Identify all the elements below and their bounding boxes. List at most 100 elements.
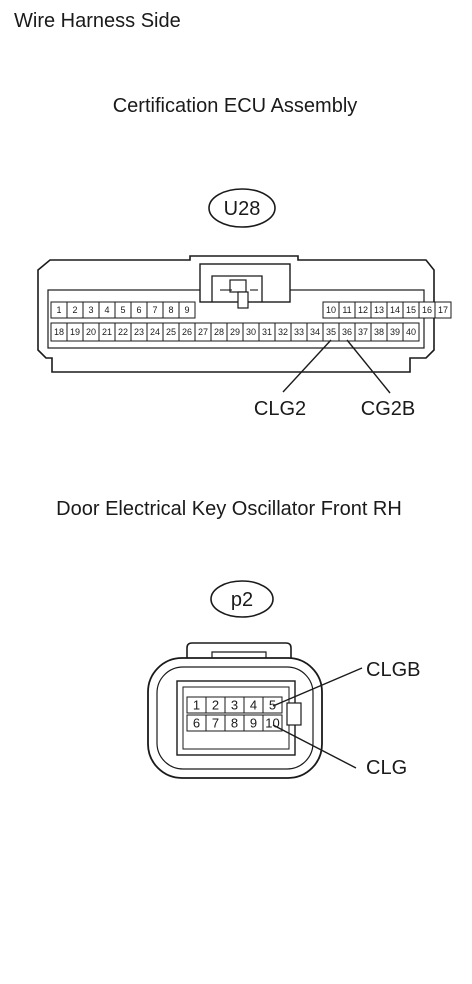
p2-code-label: p2 xyxy=(231,589,253,611)
pin-cell-7: 7 xyxy=(205,714,226,732)
pin-number: 38 xyxy=(374,327,384,337)
pin-number: 6 xyxy=(136,305,141,315)
pin-cell-2: 2 xyxy=(205,696,226,714)
pin-number: 14 xyxy=(390,305,400,315)
pin-number: 1 xyxy=(193,698,200,713)
pin-number: 21 xyxy=(102,327,112,337)
pin-number: 3 xyxy=(231,698,238,713)
pin-cell-32: 32 xyxy=(274,322,292,342)
pin-cell-5: 5 xyxy=(262,696,283,714)
pin-cell-13: 13 xyxy=(370,301,388,319)
pin-cell-19: 19 xyxy=(66,322,84,342)
pin-number: 19 xyxy=(70,327,80,337)
pin-number: 29 xyxy=(230,327,240,337)
pin-cell-30: 30 xyxy=(242,322,260,342)
pin-cell-31: 31 xyxy=(258,322,276,342)
pin-cell-38: 38 xyxy=(370,322,388,342)
pin-cell-2: 2 xyxy=(66,301,84,319)
pin-box xyxy=(262,696,283,714)
pin-number: 5 xyxy=(269,698,276,713)
pin-cell-7: 7 xyxy=(146,301,164,319)
pin-number: 4 xyxy=(104,305,109,315)
pin-cell-3: 3 xyxy=(82,301,100,319)
pin-number: 33 xyxy=(294,327,304,337)
pin-cell-39: 39 xyxy=(386,322,404,342)
pin-cell-34: 34 xyxy=(306,322,324,342)
pin-number: 6 xyxy=(193,716,200,731)
pin-number: 36 xyxy=(342,327,352,337)
u28-code-badge: U28 xyxy=(208,188,276,228)
pin-number: 9 xyxy=(184,305,189,315)
pin-number: 35 xyxy=(326,327,336,337)
pin-number: 4 xyxy=(250,698,257,713)
pin-number: 18 xyxy=(54,327,64,337)
pin-number: 20 xyxy=(86,327,96,337)
p2-component-name: Door Electrical Key Oscillator Front RH xyxy=(56,498,402,520)
pin-number: 10 xyxy=(326,305,336,315)
u28-code-label: U28 xyxy=(224,198,261,220)
pin-cell-4: 4 xyxy=(243,696,264,714)
pin-cell-20: 20 xyxy=(82,322,100,342)
pin-number: 13 xyxy=(374,305,384,315)
pin-box xyxy=(402,322,420,342)
pin-number: 8 xyxy=(231,716,238,731)
pin-number: 2 xyxy=(72,305,77,315)
pin-number: 7 xyxy=(152,305,157,315)
pin-cell-9: 9 xyxy=(178,301,196,319)
pin-number: 27 xyxy=(198,327,208,337)
pin-cell-9: 9 xyxy=(243,714,264,732)
p2-code-badge: p2 xyxy=(210,580,274,618)
pin-cell-33: 33 xyxy=(290,322,308,342)
pin-cell-23: 23 xyxy=(130,322,148,342)
pin-number: 8 xyxy=(168,305,173,315)
pin-cell-14: 14 xyxy=(386,301,404,319)
clg2-leader-line xyxy=(282,339,332,393)
pin-cell-16: 16 xyxy=(418,301,436,319)
pin-number: 12 xyxy=(358,305,368,315)
pin-number: 37 xyxy=(358,327,368,337)
pin-cell-28: 28 xyxy=(210,322,228,342)
pin-number: 2 xyxy=(212,698,219,713)
pin-number: 24 xyxy=(150,327,160,337)
pin-cell-1: 1 xyxy=(186,696,207,714)
pin-cell-29: 29 xyxy=(226,322,244,342)
pin-number: 1 xyxy=(56,305,61,315)
pin-number: 34 xyxy=(310,327,320,337)
pin-cell-26: 26 xyxy=(178,322,196,342)
pin-number: 5 xyxy=(120,305,125,315)
pin-number: 22 xyxy=(118,327,128,337)
pin-cell-27: 27 xyxy=(194,322,212,342)
pin-number: 17 xyxy=(438,305,448,315)
pin-cell-40: 40 xyxy=(402,322,420,342)
pin-number: 25 xyxy=(166,327,176,337)
pin-cell-24: 24 xyxy=(146,322,164,342)
pin-cell-1: 1 xyxy=(50,301,68,319)
pin-number: 39 xyxy=(390,327,400,337)
clgb-terminal-label: CLGB xyxy=(366,659,420,681)
pin-cell-11: 11 xyxy=(338,301,356,319)
pin-cell-6: 6 xyxy=(186,714,207,732)
pin-box xyxy=(434,301,452,319)
pin-cell-4: 4 xyxy=(98,301,116,319)
pin-number: 26 xyxy=(182,327,192,337)
u28-component-name: Certification ECU Assembly xyxy=(113,95,358,117)
pin-cell-6: 6 xyxy=(130,301,148,319)
pin-cell-10: 10 xyxy=(322,301,340,319)
pin-cell-37: 37 xyxy=(354,322,372,342)
pin-number: 28 xyxy=(214,327,224,337)
pin-cell-8: 8 xyxy=(162,301,180,319)
pin-number: 16 xyxy=(422,305,432,315)
pin-number: 9 xyxy=(250,716,257,731)
clg-leader-line xyxy=(272,724,357,769)
pin-number: 11 xyxy=(342,305,351,315)
clg-terminal-label: CLG xyxy=(366,757,407,779)
pin-cell-3: 3 xyxy=(224,696,245,714)
pin-cell-21: 21 xyxy=(98,322,116,342)
clgb-leader-line xyxy=(272,667,363,707)
pin-box xyxy=(178,301,196,319)
pin-number: 23 xyxy=(134,327,144,337)
pin-number: 3 xyxy=(88,305,93,315)
